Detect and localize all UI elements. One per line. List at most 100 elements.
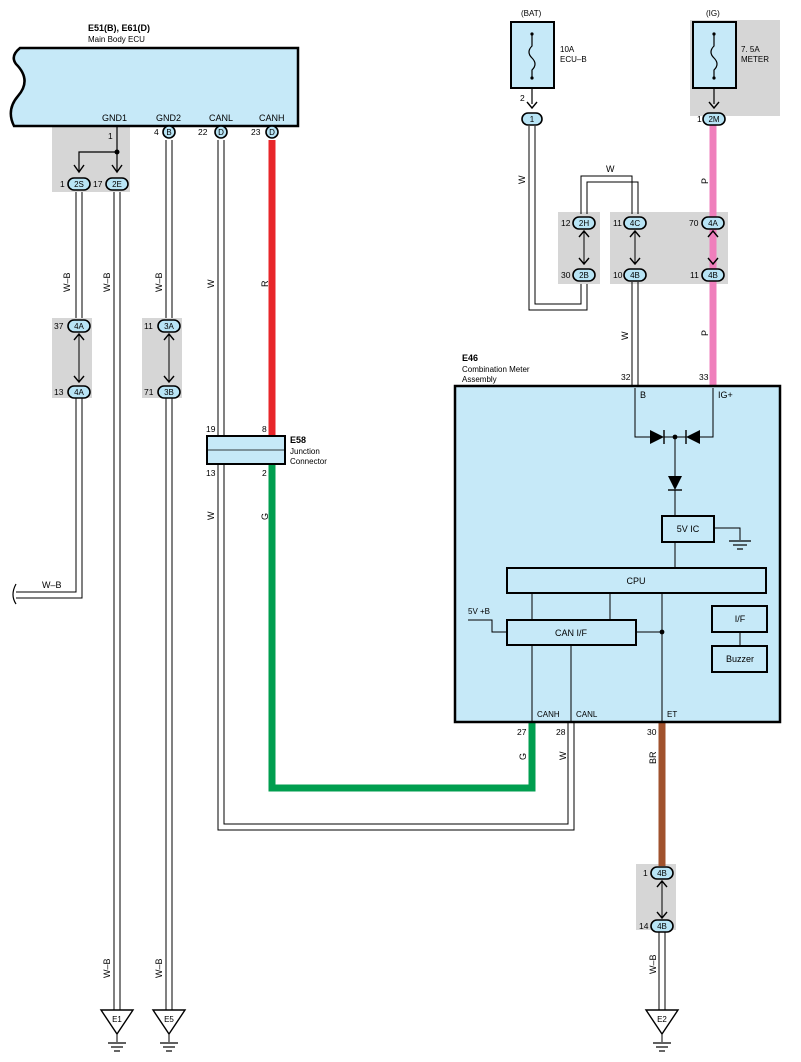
ground-e1-label: E1 [112, 1015, 122, 1024]
diode-ig-icon [685, 430, 700, 444]
wire-label-g: G [260, 513, 270, 520]
wire-label-g-meter: G [518, 753, 528, 760]
wire-label-wb-e1: W–B [102, 958, 112, 978]
ecu-pin-canh-label: CANH [259, 113, 285, 123]
svg-text:10: 10 [613, 270, 623, 280]
ecu-pin-gnd1-number: 1 [108, 131, 113, 141]
fuse-ig-supply: (IG) [706, 9, 720, 18]
meter-line1: Combination Meter [462, 365, 530, 374]
meter-junction-dot-et [659, 629, 665, 635]
wire-label-wb-3: W–B [154, 272, 164, 292]
ic-5v-box [661, 515, 715, 543]
svg-text:2B: 2B [579, 271, 589, 280]
svg-text:11: 11 [613, 218, 622, 228]
if-box [711, 605, 768, 633]
connector-4c-pair: 4C 11 4B 10 [613, 216, 647, 282]
connector-4a-right-pair: 4A 70 4B 11 [689, 216, 725, 282]
w-wire-canl [217, 140, 575, 831]
wire-label-wb-horizontal: W–B [42, 580, 62, 590]
fuse-ig-connector [702, 112, 726, 126]
svg-text:1: 1 [60, 179, 65, 189]
wire-label-wb-1: W–B [62, 272, 72, 292]
meter-junction-dot-top [672, 434, 678, 440]
wire-label-w-bridge: W [606, 164, 615, 174]
wire-label-wb-2: W–B [102, 272, 112, 292]
fuse-ig-connector-arrow [708, 101, 720, 110]
meter-pin-b: 32 [621, 372, 631, 382]
svg-text:3A: 3A [164, 322, 174, 331]
w-wire-meter-b [631, 282, 639, 386]
fuse-ig-pin: 1 [697, 114, 702, 124]
svg-text:4B: 4B [657, 922, 667, 931]
connector-3a-pair: 3A 11 3B 71 [144, 319, 181, 399]
svg-text:14: 14 [639, 921, 649, 931]
junction-pin-tl: 19 [206, 424, 216, 434]
svg-text:4A: 4A [74, 388, 84, 397]
supply-5v-label: 5V +B [468, 607, 490, 616]
svg-text:4B: 4B [657, 869, 667, 878]
meter-label-b: B [640, 390, 646, 400]
wb-wire-e1 [113, 192, 121, 1010]
fuse-ig-rating: 7. 5A [741, 45, 760, 54]
fuse-bat-connector-code: 1 [530, 115, 535, 124]
ecu-pin-canl-number: 22 [198, 127, 208, 137]
svg-text:70: 70 [689, 218, 699, 228]
junction-pin-br: 2 [262, 468, 267, 478]
wire-label-wb-e2: W–B [648, 954, 658, 974]
svg-text:4B: 4B [630, 271, 640, 280]
svg-text:37: 37 [54, 321, 64, 331]
svg-text:4A: 4A [74, 322, 84, 331]
meter-label-et: ET [667, 710, 677, 719]
svg-text:12: 12 [561, 218, 571, 228]
fuse-bat-terminal-top [530, 32, 534, 36]
svg-text:1: 1 [643, 868, 648, 878]
wire-label-w-meter: W [620, 331, 630, 340]
svg-text:4B: 4B [708, 271, 718, 280]
ecu-canl-connector-code: D [218, 128, 224, 137]
wire-label-wb-e5: W–B [154, 958, 164, 978]
wb-wire-e5 [165, 140, 173, 1010]
wire-label-w-canl-2: W [206, 511, 216, 520]
svg-text:11: 11 [144, 321, 153, 331]
ecu-canh-connector-code: D [269, 128, 275, 137]
fuse-ig-terminal-top [712, 32, 716, 36]
fuse-bat-connector [521, 112, 543, 126]
fuse-bat-terminal-bottom [530, 76, 534, 80]
buzzer-box [711, 645, 768, 673]
junction-pin-bl: 13 [206, 468, 216, 478]
green-wire-canh [268, 464, 536, 792]
meter-pin-canl: 28 [556, 727, 566, 737]
fuse-bat-name: ECU–B [560, 55, 587, 64]
junction-line2: Connector [290, 457, 327, 466]
ecu-pin-gnd2-label: GND2 [156, 113, 181, 123]
fuse-bat-supply: (BAT) [521, 9, 542, 18]
ground-e2-label: E2 [657, 1015, 667, 1024]
ground-e5-icon [151, 1009, 187, 1052]
buzzer-label: Buzzer [726, 654, 754, 664]
diode-down-icon [668, 476, 682, 491]
ecu-gnd2-connector-code: B [166, 128, 171, 137]
meter-label-ig: IG+ [718, 390, 733, 400]
meter-internal-wiring [468, 388, 741, 722]
svg-text:3B: 3B [164, 388, 174, 397]
ground-e1-icon [99, 1009, 135, 1052]
connector-4b-low-pair: 4B 1 4B 14 [639, 866, 674, 933]
can-if-label: CAN I/F [555, 628, 588, 638]
meter-title: E46 [462, 353, 478, 363]
connector-2s: 2S 1 [60, 164, 91, 191]
svg-text:13: 13 [54, 387, 64, 397]
wb-wire-cut-end [12, 583, 17, 605]
connector-2h-pair: 2H 12 2B 30 [561, 216, 596, 282]
meter-label-canh: CANH [537, 710, 560, 719]
fuse-ig-icon [710, 34, 718, 78]
wire-label-w-canl: W [206, 279, 216, 288]
ecu-canh-connector [265, 125, 279, 139]
ecu-pin-gnd2-number: 4 [154, 127, 159, 137]
main-body-ecu-box [9, 46, 300, 128]
wire-label-r: R [260, 280, 270, 287]
fuse-bat-rating: 10A [560, 45, 575, 54]
svg-text:2S: 2S [74, 180, 84, 189]
connector-4a-pair: 4A 37 4A 13 [54, 319, 91, 399]
meter-label-canl: CANL [576, 710, 598, 719]
